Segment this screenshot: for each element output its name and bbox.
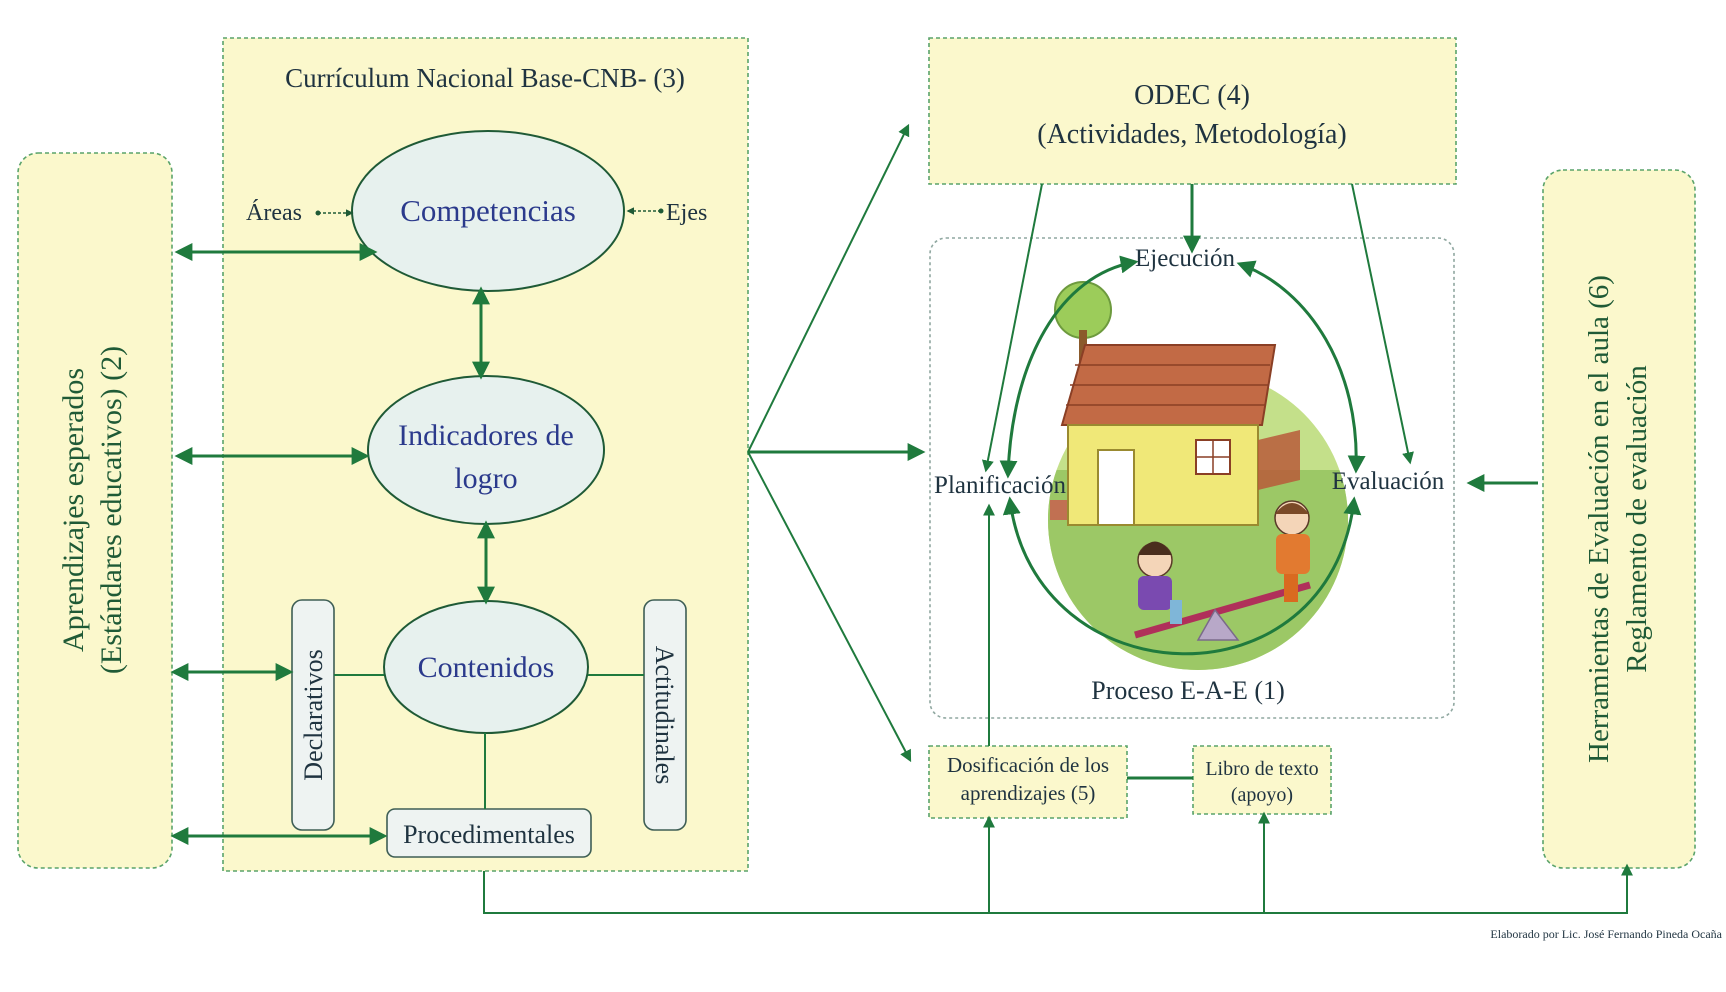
- odec-line2: (Actividades, Metodología): [1037, 119, 1346, 150]
- declarativos-node: Declarativos: [291, 599, 335, 831]
- indicadores-line1: Indicadores de: [398, 419, 574, 452]
- cycle-evaluacion-planificacion-arrow: [1002, 496, 1362, 656]
- cycle-ejecucion-evaluacion-arrow: [1236, 260, 1366, 474]
- contenidos-node: Contenidos: [383, 600, 589, 734]
- contenidos-label: Contenidos: [418, 651, 555, 684]
- herramientas-line2: Reglamento de evaluación: [1621, 365, 1653, 673]
- dosificacion-box: Dosificación de los aprendizajes (5): [928, 745, 1128, 819]
- cnb-odec-arrow: [747, 123, 910, 453]
- ejes-label: Ejes: [666, 200, 707, 226]
- cnb-dosificacion-arrow: [747, 451, 912, 763]
- aprendizajes-box: Aprendizajes esperados (Estándares educa…: [17, 152, 173, 869]
- aprendizajes-line1: Aprendizajes esperados: [57, 368, 90, 652]
- areas-dot: [315, 210, 321, 216]
- ejes-dot: [658, 208, 664, 214]
- competencias-label: Competencias: [400, 193, 576, 228]
- competencias-node: Competencias: [351, 130, 625, 292]
- curriculum-title: Currículum Nacional Base-CNB- (3): [285, 63, 685, 93]
- aprendizajes-line2: (Estándares educativos) (2): [95, 346, 128, 674]
- odec-planificacion-arrow: [981, 183, 1043, 473]
- areas-label: Áreas: [246, 200, 302, 226]
- herramientas-line1: Herramientas de Evaluación en el aula (6…: [1583, 275, 1615, 763]
- proceso-title: Proceso E-A-E (1): [1091, 676, 1285, 705]
- odec-box: ODEC (4) (Actividades, Metodología): [928, 37, 1457, 185]
- procedimentales-label: Procedimentales: [403, 820, 575, 849]
- actitudinales-label: Actitudinales: [650, 646, 679, 785]
- indicadores-node: Indicadores de logro: [367, 375, 605, 525]
- libro-line1: Libro de texto: [1205, 758, 1318, 780]
- actitudinales-node: Actitudinales: [643, 599, 687, 831]
- herramientas-box: Herramientas de Evaluación en el aula (6…: [1542, 169, 1696, 869]
- dosificacion-line1: Dosificación de los: [947, 753, 1109, 777]
- bottom-connector: [483, 863, 1633, 914]
- cycle-planificacion-ejecucion-arrow: [999, 255, 1139, 479]
- credit-text: Elaborado por Lic. José Fernando Pineda …: [1490, 927, 1722, 941]
- evaluacion-label: Evaluación: [1332, 468, 1445, 495]
- dosificacion-line2: aprendizajes (5): [961, 781, 1096, 805]
- indicadores-line2: logro: [454, 462, 517, 495]
- procedimentales-node: Procedimentales: [386, 808, 592, 858]
- odec-line1: ODEC (4): [1134, 80, 1250, 111]
- libro-line2: (apoyo): [1231, 784, 1293, 806]
- libro-box: Libro de texto (apoyo): [1192, 745, 1332, 815]
- planificacion-label: Planificación: [934, 472, 1066, 499]
- odec-evaluacion-arrow: [1351, 183, 1414, 465]
- declarativos-label: Declarativos: [299, 649, 328, 780]
- ejecucion-label: Ejecución: [1135, 245, 1235, 272]
